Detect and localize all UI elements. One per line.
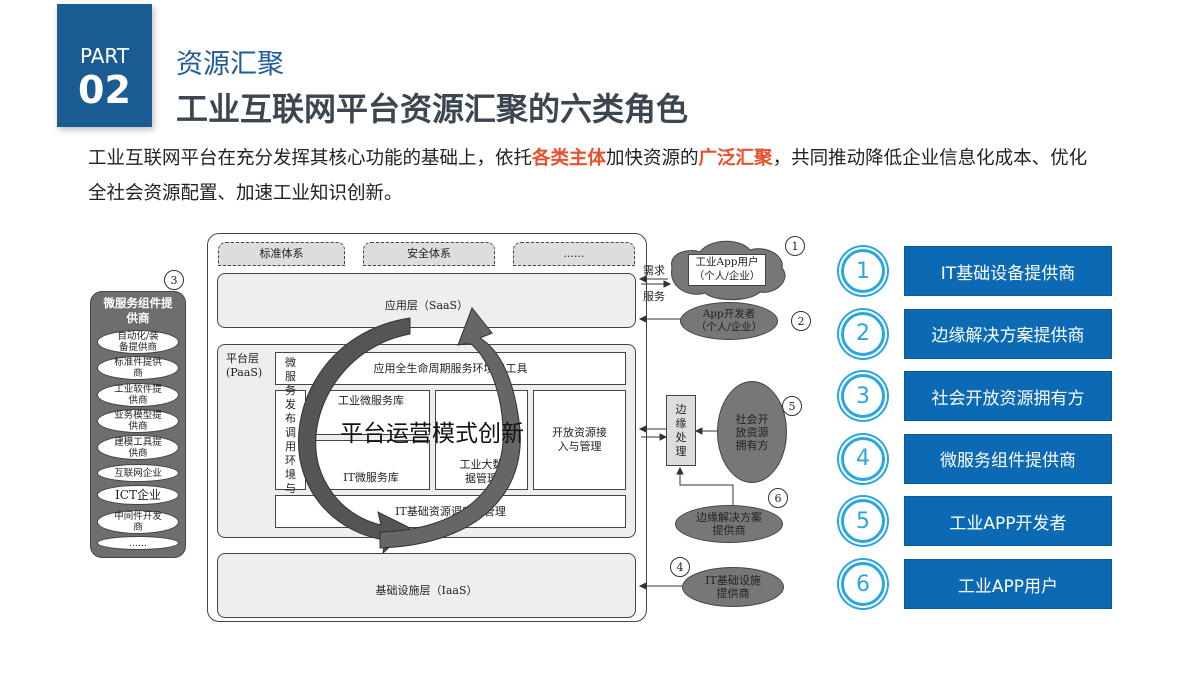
role-box: IT基础设备提供商 — [904, 246, 1112, 296]
role-number-badge: 3 — [841, 374, 885, 419]
intro-highlight: 广泛汇聚 — [698, 148, 773, 169]
provider-item: ICT企业 — [97, 485, 179, 505]
edge-processing: 边缘处理 — [666, 395, 696, 466]
intro-text: 工业互联网平台在充分发挥其核心功能的基础上，依托各类主体加快资源的广泛汇聚，共同… — [88, 141, 1098, 211]
app-user-node: 工业App用户 （个人/企业） — [688, 254, 766, 286]
badge-6: 6 — [768, 488, 788, 508]
provider-item: 互联网企业 — [97, 464, 179, 482]
page-title: 工业互联网平台资源汇聚的六类角色 — [176, 90, 689, 128]
role-box: 工业APP开发者 — [904, 496, 1112, 547]
it-infra-node: IT基础设施提供商 — [682, 567, 784, 607]
role-box: 微服务组件提供商 — [904, 433, 1112, 484]
open-resource-mgmt: 开放资源接入与管理 — [533, 390, 626, 490]
provider-item: 自动化/装备提供商 — [97, 330, 179, 354]
iaas-layer: 基础设施层（IaaS） — [217, 553, 636, 618]
role-box: 边缘解决方案提供商 — [904, 308, 1112, 359]
role-number-badge: 6 — [841, 562, 885, 606]
part-badge: PART 02 — [57, 4, 152, 127]
intro-part: 加快资源的 — [606, 148, 699, 169]
up-arrow — [379, 307, 521, 549]
edge-solution-node: 边缘解决方案提供商 — [675, 505, 783, 543]
provider-item: 工业软件提供商 — [97, 383, 179, 407]
service-label: 服务 — [643, 290, 665, 303]
paas-label: 平台层 (PaaS) — [226, 352, 263, 379]
provider-item: 建模工具提供商 — [97, 435, 179, 460]
badge-3: 3 — [164, 270, 184, 290]
part-label: PART — [79, 44, 130, 68]
provider-item: 标准件提供商 — [97, 356, 179, 380]
it-microservice-lib: IT微服务库 — [312, 440, 430, 490]
badge-4: 4 — [670, 557, 690, 577]
badge-1: 1 — [785, 236, 805, 256]
provider-item: 中间件开发商 — [97, 510, 179, 534]
intro-part: ，共同推动降低企业信息化成本、优化全社会资源配置、加速工业知识创新。 — [88, 148, 1088, 204]
role-number-badge: 4 — [841, 436, 885, 481]
tab-standard: 标准体系 — [218, 242, 345, 266]
role-number-badge: 2 — [841, 311, 885, 356]
intro-highlight: 各类主体 — [532, 148, 607, 169]
role-number-badge: 5 — [841, 499, 885, 544]
badge-5: 5 — [782, 396, 802, 416]
section-subtitle: 资源汇聚 — [176, 49, 284, 80]
role-box: 社会开放资源拥有方 — [904, 371, 1112, 422]
saas-layer: 应用层（SaaS） — [217, 273, 636, 328]
app-developer-node: App开发者 （个人/企业） — [680, 302, 778, 340]
demand-label: 需求 — [643, 264, 665, 277]
social-resource-owner-node: 社会开放资源拥有方 — [717, 381, 787, 483]
tab-more: ...... — [513, 242, 635, 266]
part-number: 02 — [78, 68, 131, 112]
provider-item: ...... — [97, 536, 179, 550]
provider-item: 业务模型提供商 — [97, 409, 179, 433]
industrial-microservice-lib: 工业微服务库 — [312, 390, 430, 435]
center-label: 平台运营模式创新 — [340, 421, 524, 447]
role-box: 工业APP用户 — [904, 559, 1112, 609]
tab-security: 安全体系 — [363, 242, 495, 266]
role-number-badge: 1 — [841, 249, 885, 293]
intro-part: 工业互联网平台在充分发挥其核心功能的基础上，依托 — [88, 148, 533, 169]
panel-title: 微服务组件提供商 — [103, 296, 173, 325]
badge-2: 2 — [791, 311, 811, 331]
